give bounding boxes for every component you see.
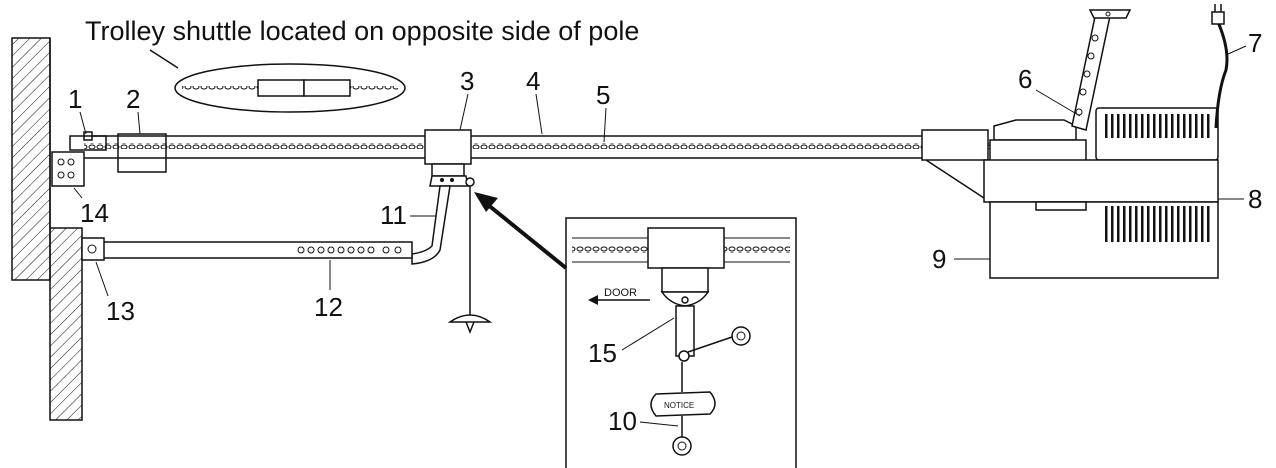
label-12: 12 (314, 260, 343, 322)
svg-text:3: 3 (460, 66, 474, 96)
svg-text:6: 6 (1018, 64, 1032, 94)
label-14: 14 (73, 187, 109, 228)
label-8: 8 (1218, 184, 1262, 214)
svg-text:8: 8 (1248, 184, 1262, 214)
svg-text:9: 9 (932, 244, 946, 274)
label-2: 2 (126, 84, 141, 135)
svg-text:7: 7 (1248, 28, 1262, 58)
door-bracket (81, 237, 105, 261)
label-4: 4 (526, 66, 543, 135)
rail (84, 135, 928, 159)
svg-text:1: 1 (68, 84, 82, 114)
motor-unit (921, 107, 1219, 279)
chain (84, 143, 994, 149)
svg-text:14: 14 (80, 198, 109, 228)
header-bracket (51, 151, 85, 187)
svg-text:5: 5 (596, 80, 610, 110)
label-15: 15 (588, 317, 675, 368)
label-11: 11 (380, 200, 436, 230)
door-text: DOOR (604, 287, 637, 299)
inset-detail: NOTICE DOOR (565, 217, 797, 468)
power-cord (1211, 4, 1229, 129)
trolley-shuttle-callout (149, 49, 406, 113)
detail-arrow (474, 192, 568, 270)
svg-text:12: 12 (314, 292, 343, 322)
svg-text:2: 2 (126, 84, 140, 114)
wall (11, 37, 83, 421)
label-5: 5 (596, 80, 610, 143)
label-9: 9 (932, 244, 990, 274)
rail-bracket (117, 133, 167, 173)
svg-text:15: 15 (588, 338, 617, 368)
label-3: 3 (459, 66, 474, 131)
label-7: 7 (1227, 28, 1262, 58)
svg-text:4: 4 (526, 66, 540, 96)
straight-door-arm (99, 241, 413, 259)
label-10: 10 (608, 406, 679, 436)
label-13: 13 (95, 261, 135, 326)
label-6: 6 (1018, 64, 1081, 117)
notice-text: NOTICE (664, 401, 694, 410)
svg-text:13: 13 (106, 296, 135, 326)
svg-text:10: 10 (608, 406, 637, 436)
mounting-strap (1071, 9, 1132, 131)
curved-door-arm (411, 185, 451, 265)
emergency-release-rope (447, 186, 493, 335)
svg-text:11: 11 (380, 200, 407, 230)
label-1: 1 (68, 84, 87, 135)
caption-text: Trolley shuttle located on opposite side… (85, 16, 639, 46)
trolley (424, 129, 475, 187)
